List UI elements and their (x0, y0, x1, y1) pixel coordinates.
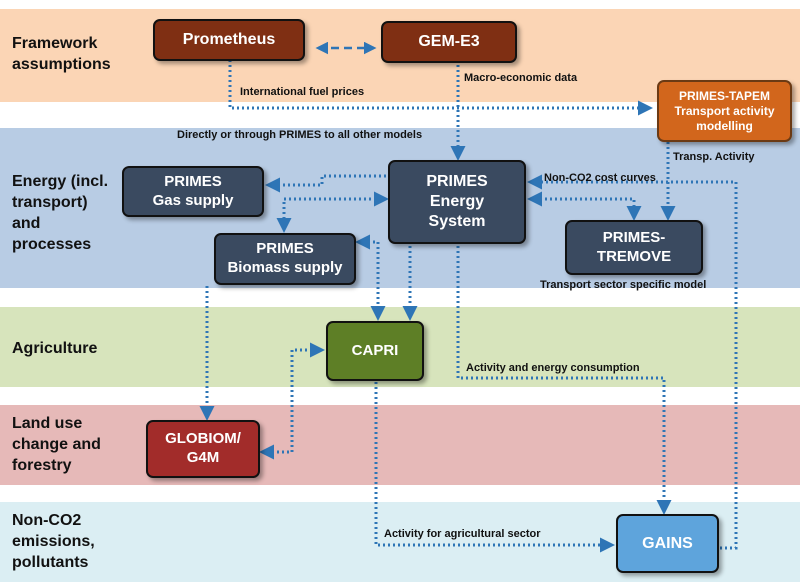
prometheus-box: Prometheus (153, 19, 305, 61)
link-capri-globiom (259, 342, 325, 460)
primes-energy-system-box: PRIMES Energy System (388, 160, 526, 244)
primes-tremove-box: PRIMES- TREMOVE (565, 220, 703, 275)
gem-e3-box: GEM-E3 (381, 21, 517, 63)
label-activity-and-energy-consumption: Activity and energy consumption (466, 362, 640, 374)
band-label-energy: Energy (incl. transport) and processes (12, 173, 109, 253)
label-international-fuel-prices: International fuel prices (240, 86, 365, 98)
band-label-framework: Framework assumptions (12, 35, 111, 73)
link-fuel-prices (228, 60, 653, 116)
link-capri-gains (374, 382, 615, 553)
primes-tapem-box: PRIMES-TAPEM Transport activity modellin… (657, 80, 792, 142)
link-energy-gains (456, 246, 672, 515)
label-directly-or-through-primes: Directly or through PRIMES to all other … (177, 129, 423, 141)
label-transp-activity: Transp. Activity (673, 151, 755, 163)
link-energy-gas (265, 174, 386, 193)
band-landuse (0, 405, 800, 485)
label-macro-economic-data: Macro-economic data (464, 72, 578, 84)
link-energy-tremove (527, 191, 642, 221)
link-energy-biomass (276, 191, 389, 233)
gains-box: GAINS (616, 514, 719, 573)
label-non-co2-cost-curves: Non-CO2 cost curves (544, 172, 656, 184)
primes-biomass-supply-box: PRIMES Biomass supply (214, 233, 356, 285)
primes-gas-supply-box: PRIMES Gas supply (122, 166, 264, 217)
band-label-agriculture: Agriculture (12, 340, 98, 357)
label-activity-for-agricultural-sector: Activity for agricultural sector (384, 528, 541, 540)
capri-box: CAPRI (326, 321, 424, 381)
link-biomass-capri (355, 234, 386, 321)
label-transport-sector-specific-model: Transport sector specific model (540, 279, 707, 291)
band-label-nonco2: Non-CO2 emissions, pollutants (12, 512, 95, 571)
band-label-landuse: Land use change and forestry (12, 415, 101, 474)
link-gains-energy (527, 174, 738, 550)
globiom-g4m-box: GLOBIOM/ G4M (146, 420, 260, 478)
